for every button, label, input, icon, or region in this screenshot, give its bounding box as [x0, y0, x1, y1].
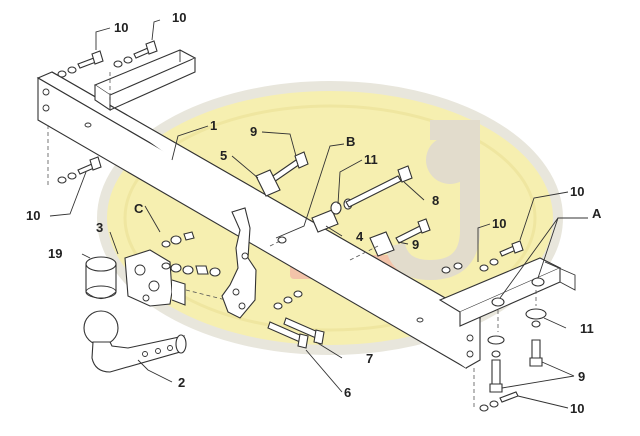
label-9-middle: 9 — [412, 237, 419, 252]
label-3: 3 — [96, 220, 103, 235]
label-4: 4 — [356, 229, 364, 244]
label-8: 8 — [432, 193, 439, 208]
label-B: B — [346, 134, 355, 149]
label-1: 1 — [210, 118, 217, 133]
left-side-arm — [93, 49, 197, 112]
tow-ball-cap-part-19 — [85, 256, 117, 300]
bracket-plate-part-3 — [124, 249, 186, 307]
leader-lines — [49, 19, 588, 409]
label-C: C — [134, 201, 144, 216]
label-10-top-left: 10 — [114, 20, 128, 35]
label-10-left: 10 — [26, 208, 40, 223]
label-9-right: 9 — [578, 369, 585, 384]
alignment-lines — [47, 72, 537, 408]
part-labels: 1 2 3 4 5 6 7 8 9 9 9 10 10 10 10 10 10 … — [26, 10, 602, 416]
label-7: 7 — [366, 351, 373, 366]
top-left-fasteners — [57, 40, 158, 184]
label-19: 19 — [48, 246, 62, 261]
label-11-upper: 11 — [364, 152, 378, 167]
bolts-6-7 — [267, 317, 325, 349]
right-fasteners — [441, 240, 547, 412]
left-bracket — [36, 71, 482, 369]
tow-ball-part-2 — [83, 310, 187, 373]
fasteners-left-group — [161, 231, 221, 277]
label-2: 2 — [178, 375, 185, 390]
upper-fasteners — [255, 151, 431, 257]
label-10-top-right: 10 — [172, 10, 186, 25]
label-10-upper-right: 10 — [570, 184, 584, 199]
label-A: A — [592, 206, 602, 221]
fasteners-centre-lower — [273, 236, 303, 310]
label-11-right: 11 — [580, 321, 594, 336]
centre-hanger-plate — [221, 207, 257, 319]
label-6: 6 — [344, 385, 351, 400]
label-5: 5 — [220, 148, 227, 163]
label-9-top: 9 — [250, 124, 257, 139]
label-10-centre-right: 10 — [492, 216, 506, 231]
label-10-bottom-right: 10 — [570, 401, 584, 416]
